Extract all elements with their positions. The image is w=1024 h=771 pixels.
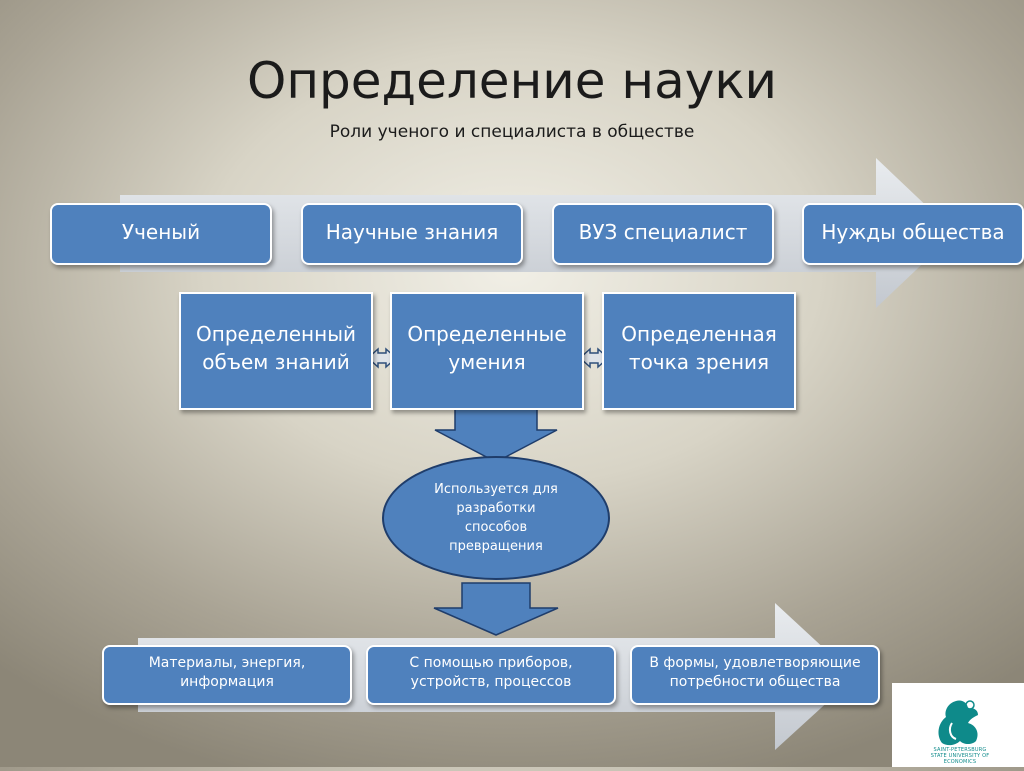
down-arrow-lower xyxy=(433,582,559,636)
logo-text: SAINT-PETERSBURG STATE UNIVERSITY OF ECO… xyxy=(930,747,990,765)
box-point-of-view: Определенная точка зрения xyxy=(602,292,796,410)
box-scientific-knowledge: Научные знания xyxy=(301,203,523,265)
ellipse-usage: Используется для разработки способов пре… xyxy=(382,456,610,580)
box-materials: Материалы, энергия, информация xyxy=(102,645,352,705)
box-knowledge-volume: Определенный объем знаний xyxy=(179,292,373,410)
box-society-needs: Нужды общества xyxy=(802,203,1024,265)
box-forms: В формы, удовлетворяющие потребности общ… xyxy=(630,645,880,705)
box-scientist: Ученый xyxy=(50,203,272,265)
slide-title: Определение науки xyxy=(246,52,778,110)
top-band-arrow xyxy=(120,158,955,308)
university-logo: SAINT-PETERSBURG STATE UNIVERSITY OF ECO… xyxy=(892,683,1024,767)
slide-subtitle: Роли ученого и специалиста в обществе xyxy=(329,122,695,142)
griffin-logo-icon xyxy=(938,700,978,746)
down-arrow-upper xyxy=(434,407,558,463)
box-skills: Определенные умения xyxy=(390,292,584,410)
box-university-specialist: ВУЗ специалист xyxy=(552,203,774,265)
box-instruments: С помощью приборов, устройств, процессов xyxy=(366,645,616,705)
